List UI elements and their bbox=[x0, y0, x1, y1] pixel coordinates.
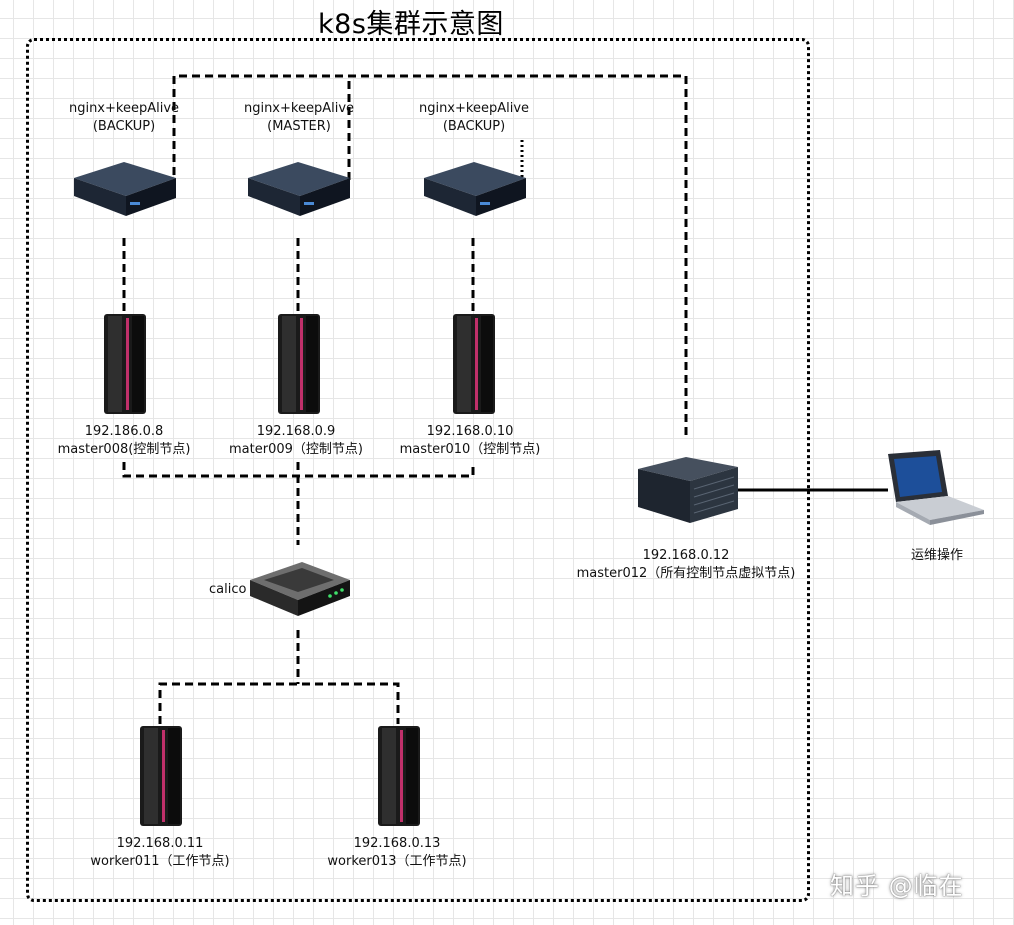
lb-state: (BACKUP) bbox=[92, 119, 156, 134]
router-icon bbox=[250, 562, 350, 616]
network-label: calico bbox=[209, 582, 247, 597]
lb-role: nginx+keepAlive bbox=[68, 101, 180, 116]
node-name: master008(控制节点) bbox=[57, 442, 191, 457]
lb-label-2: nginx+keepAlive (MASTER) bbox=[244, 100, 354, 136]
lb-label-1: nginx+keepAlive (BACKUP) bbox=[69, 100, 179, 136]
tower-server-icon bbox=[378, 726, 420, 826]
ops-label: 运维操作 bbox=[910, 548, 964, 563]
server-appliance-icon bbox=[248, 162, 350, 216]
worker-bus-line bbox=[158, 682, 400, 724]
tower-server-icon bbox=[140, 726, 182, 826]
diagram-title: k8s集群示意图 bbox=[318, 9, 504, 40]
master-label-1: 192.186.0.8 master008(控制节点) bbox=[58, 423, 191, 459]
node-ip: 192.186.0.8 bbox=[84, 424, 164, 439]
cluster-boundary bbox=[26, 38, 810, 902]
node-ip: 192.168.0.11 bbox=[116, 836, 204, 851]
node-name: mater009（控制节点) bbox=[229, 442, 363, 457]
worker-label-1: 192.168.0.11 worker011（工作节点) bbox=[90, 835, 229, 871]
rack-server-icon bbox=[638, 457, 738, 523]
watermark: 知乎 @临在 bbox=[830, 872, 964, 900]
lb-state: (MASTER) bbox=[267, 119, 331, 134]
node-ip: 192.168.0.9 bbox=[256, 424, 336, 439]
node-ip: 192.168.0.10 bbox=[426, 424, 514, 439]
node-name: master012（所有控制节点虚拟节点) bbox=[576, 566, 796, 581]
server-appliance-icon bbox=[424, 162, 526, 216]
laptop-icon bbox=[888, 450, 984, 525]
tower-server-icon bbox=[104, 314, 146, 414]
node-name: worker013（工作节点) bbox=[327, 854, 467, 869]
lb-role: nginx+keepAlive bbox=[243, 101, 355, 116]
node-name: worker011（工作节点) bbox=[90, 854, 230, 869]
lb-role: nginx+keepAlive bbox=[418, 101, 530, 116]
tower-server-icon bbox=[453, 314, 495, 414]
node-ip: 192.168.0.12 bbox=[642, 548, 730, 563]
lb-bus-line bbox=[172, 74, 688, 440]
master-label-2: 192.168.0.9 mater009（控制节点) bbox=[229, 423, 363, 459]
lb-label-3: nginx+keepAlive (BACKUP) bbox=[419, 100, 529, 136]
worker-label-2: 192.168.0.13 worker013（工作节点) bbox=[327, 835, 466, 871]
node-name: master010（控制节点) bbox=[399, 442, 541, 457]
lb-state: (BACKUP) bbox=[442, 119, 506, 134]
vip-master-label: 192.168.0.12 master012（所有控制节点虚拟节点) bbox=[577, 547, 796, 583]
node-ip: 192.168.0.13 bbox=[353, 836, 441, 851]
server-appliance-icon bbox=[74, 162, 176, 216]
master-label-3: 192.168.0.10 master010（控制节点) bbox=[400, 423, 541, 459]
tower-server-icon bbox=[278, 314, 320, 414]
